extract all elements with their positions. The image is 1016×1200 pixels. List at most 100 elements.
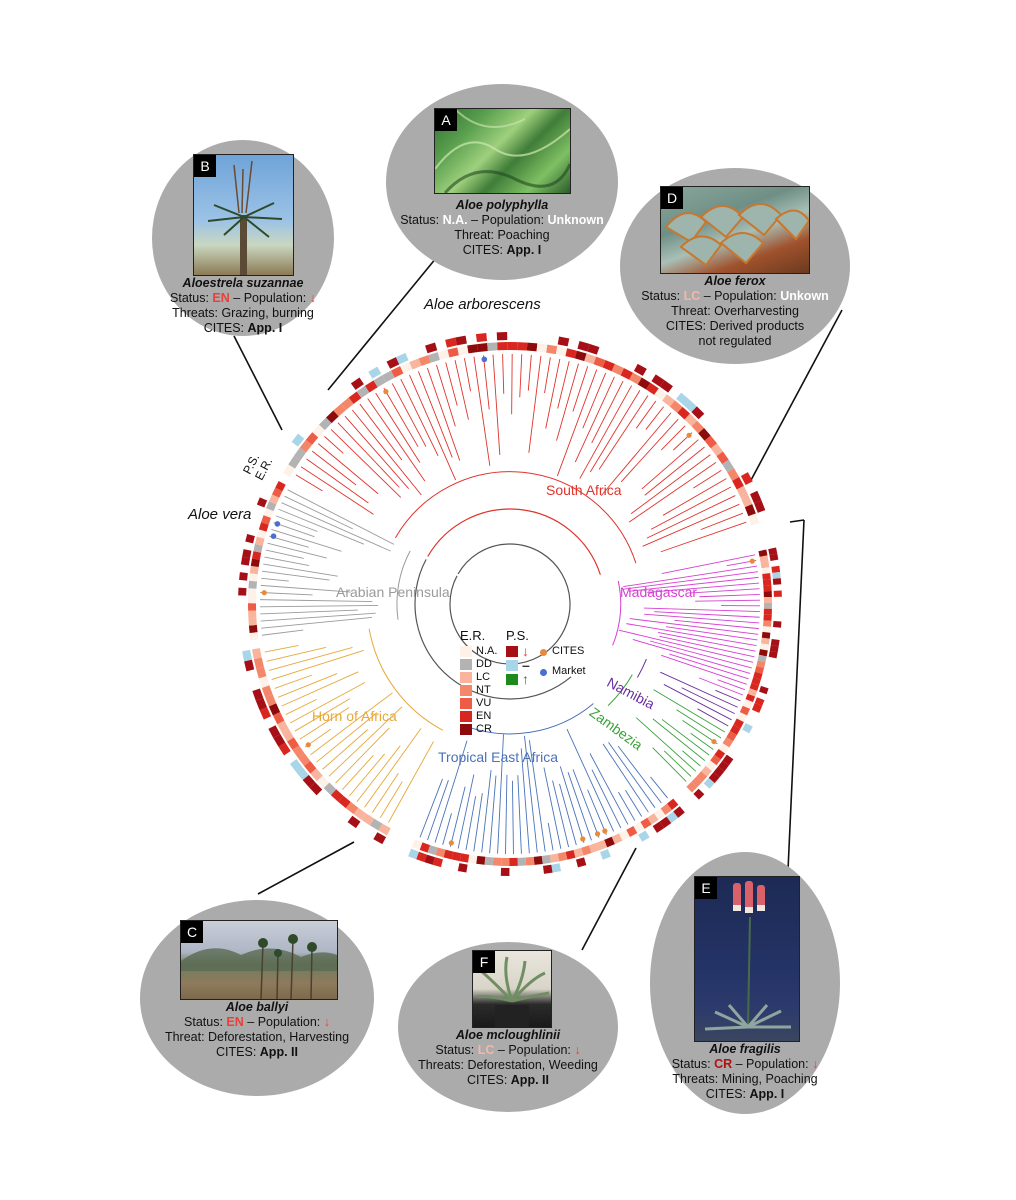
tip-branch: [281, 502, 391, 552]
threat-line-e: Threats: Mining, Poaching: [672, 1072, 818, 1086]
tip-branch: [281, 671, 359, 707]
er-ring-cell: [710, 754, 721, 766]
tip-branch: [574, 376, 615, 463]
tip-branch: [552, 780, 570, 848]
tip-branch: [543, 767, 562, 849]
tip-branch: [625, 790, 643, 817]
tip-branch: [299, 707, 350, 740]
ps-ring-cell: [659, 816, 672, 829]
tip-branch: [717, 679, 746, 691]
er-ring-cell: [251, 551, 262, 560]
er-ring-cell: [250, 558, 260, 568]
connector-line: [257, 841, 355, 895]
tip-branch: [261, 577, 289, 582]
legend-er-label: NT: [476, 684, 491, 696]
market-marker: [270, 533, 277, 539]
er-ring-cell: [251, 648, 262, 660]
tip-branch: [417, 371, 453, 458]
er-ring-cell: [299, 439, 313, 453]
connector-line: [789, 519, 805, 523]
ps-ring-cell: [242, 649, 252, 662]
er-ring-cell: [698, 428, 711, 441]
tip-branch: [662, 478, 727, 516]
tip-branch: [364, 728, 422, 808]
legend-ps-swatch: [506, 660, 518, 671]
er-ring-cell: [268, 494, 280, 505]
tip-branch: [289, 682, 366, 724]
tip-branch: [260, 584, 351, 593]
tip-branch: [644, 446, 705, 496]
tip-branch: [682, 750, 701, 767]
er-ring-cell: [378, 823, 391, 836]
er-ring-cell: [326, 410, 339, 424]
legend-marker-dot-market: [540, 669, 547, 676]
er-ring-cell: [662, 394, 675, 407]
er-ring-cell: [310, 768, 323, 782]
er-ring-cell: [275, 480, 286, 492]
tip-branch: [559, 766, 585, 843]
er-ring-cell: [418, 355, 431, 366]
tip-branch: [572, 769, 600, 838]
status-rings: [238, 332, 782, 876]
legend-er-swatch-dd: [460, 659, 472, 670]
ps-ring-cell: [683, 399, 697, 413]
tip-branch: [260, 609, 358, 615]
er-ring-cell: [691, 420, 705, 434]
cites-marker: [448, 840, 454, 846]
er-ring-cell: [283, 464, 296, 477]
er-ring-cell: [714, 748, 726, 760]
er-ring-cell: [541, 854, 551, 864]
ps-ring-cell: [239, 572, 248, 581]
tip-branch: [473, 356, 491, 466]
ps-ring-cell: [759, 685, 769, 695]
backbone-arc-1: [427, 508, 601, 575]
info-a: Aloe polyphylla Status: N.A. – Populatio…: [386, 198, 618, 258]
status-line-c: Status: EN – Population: ↓: [184, 1015, 330, 1029]
er-ring-cell: [353, 807, 367, 820]
er-ring-cell: [382, 370, 395, 383]
er-ring-cell: [253, 543, 263, 553]
tip-branch: [520, 748, 530, 854]
ps-ring-cell: [691, 406, 705, 420]
er-ring-cell: [287, 737, 300, 750]
tip-branch: [641, 439, 699, 490]
ps-ring-cell: [722, 754, 734, 766]
tip-branch: [375, 392, 421, 463]
info-f: Aloe mcloughlinii Status: LC – Populatio…: [398, 1028, 618, 1088]
tip-branch: [324, 436, 344, 454]
er-ring-cell: [727, 468, 740, 481]
ps-ring-cell: [773, 590, 782, 597]
er-ring-cell: [526, 342, 538, 352]
ps-ring-cell: [652, 821, 665, 833]
tip-branch: [306, 458, 369, 504]
photo-aloe-polyphylla: A: [434, 108, 571, 194]
tip-branch: [649, 640, 752, 669]
cites-line-c: CITES: App. II: [216, 1045, 298, 1059]
tip-branch: [260, 599, 373, 603]
er-ring-cell: [763, 596, 772, 603]
er-ring-cell: [536, 343, 548, 353]
ps-ring-cell: [768, 650, 778, 659]
tip-branch: [481, 770, 492, 853]
cites-marker: [305, 742, 311, 748]
photo-aloe-ballyi: C: [180, 920, 338, 1000]
ps-ring-cell: [268, 725, 281, 738]
er-ring-cell: [763, 602, 772, 609]
er-ring-cell: [763, 608, 772, 615]
er-ring-cell: [722, 737, 734, 748]
er-ring-cell: [319, 417, 332, 431]
er-ring-cell: [248, 610, 257, 619]
cites-line-a: CITES: App. I: [462, 243, 542, 257]
tip-branch: [700, 512, 744, 531]
tip-branch: [699, 593, 760, 598]
er-ring-cell: [256, 666, 267, 679]
clade-arc-namibia: [636, 658, 647, 678]
cites-marker: [749, 558, 755, 564]
tip-branch: [262, 570, 330, 581]
er-ring-cell: [459, 853, 470, 863]
clade-arc-horn_of_africa: [368, 628, 444, 731]
ps-ring-cell: [455, 335, 467, 346]
tip-branch: [697, 708, 729, 727]
er-ring-cell: [437, 349, 450, 360]
